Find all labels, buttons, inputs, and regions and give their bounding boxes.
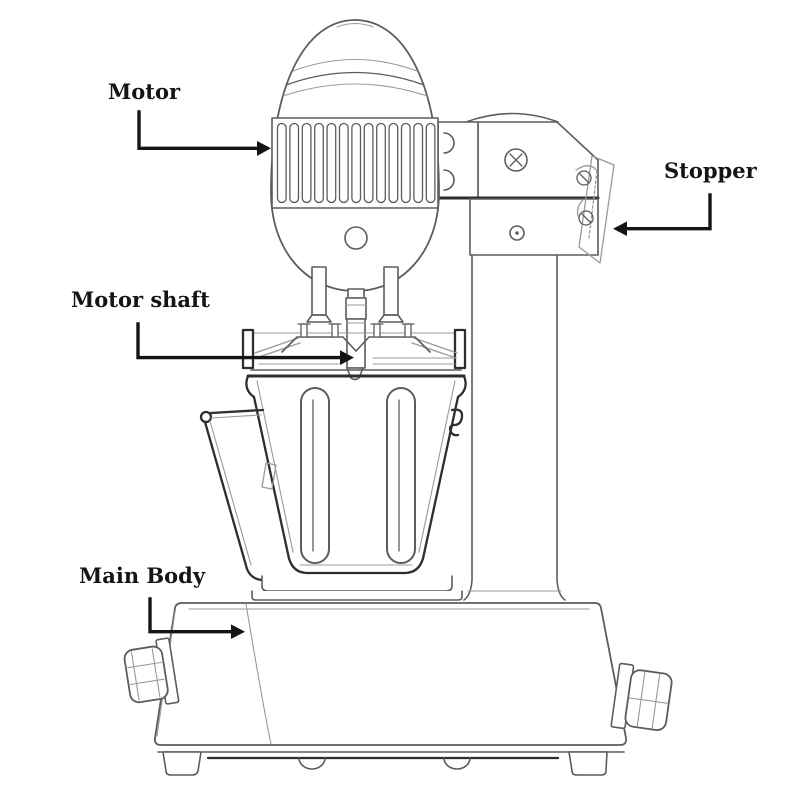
arrow-head-icon (613, 221, 627, 236)
support-column (463, 254, 566, 601)
arrow-head-icon (231, 624, 245, 639)
motor-legs (306, 266, 404, 323)
jar-latch (261, 462, 277, 490)
jar-handle (199, 408, 464, 582)
label-motor-shaft: Motor shaft (71, 287, 354, 365)
jar-window-slot (300, 387, 330, 564)
arrow-head-icon (257, 141, 271, 156)
main-body-label: Main Body (79, 563, 206, 588)
motor-housing (270, 19, 440, 292)
motor-shaft-leader-arrow (136, 322, 343, 360)
motor-shaft-label: Motor shaft (71, 287, 210, 312)
label-motor: Motor (108, 79, 271, 156)
motor-label: Motor (108, 79, 181, 104)
motor-shaft-part (345, 288, 367, 381)
motor-boss (344, 226, 368, 250)
label-stopper: Stopper (613, 158, 758, 236)
jar-lid (241, 323, 467, 378)
stopper-label: Stopper (664, 158, 758, 183)
jar-pedestal (251, 575, 463, 601)
main-body-leader-arrow (148, 597, 234, 634)
head-bracket (437, 112, 600, 256)
head-screw-dot-icon (509, 225, 525, 241)
head-screw-x-icon (504, 148, 528, 172)
stopper-leader-arrow (624, 193, 712, 231)
label-main-body: Main Body (79, 563, 245, 639)
jar-window-slot (386, 387, 416, 564)
motor-leader-arrow (137, 110, 260, 150)
stopper-screw-icon (576, 170, 592, 186)
jar (245, 374, 467, 575)
base-foot-bump (298, 757, 326, 770)
motor-rib-band (271, 117, 439, 209)
stopper-screw-icon (578, 210, 594, 226)
arrow-head-icon (340, 350, 354, 365)
stopper-flap (575, 155, 615, 264)
right-knob (610, 662, 673, 731)
left-knob (123, 637, 180, 705)
base-foot-bump (443, 757, 471, 770)
main-body-base (153, 602, 628, 776)
handle-hook (448, 408, 464, 437)
base-foot (568, 751, 608, 776)
base-foot (162, 751, 202, 776)
